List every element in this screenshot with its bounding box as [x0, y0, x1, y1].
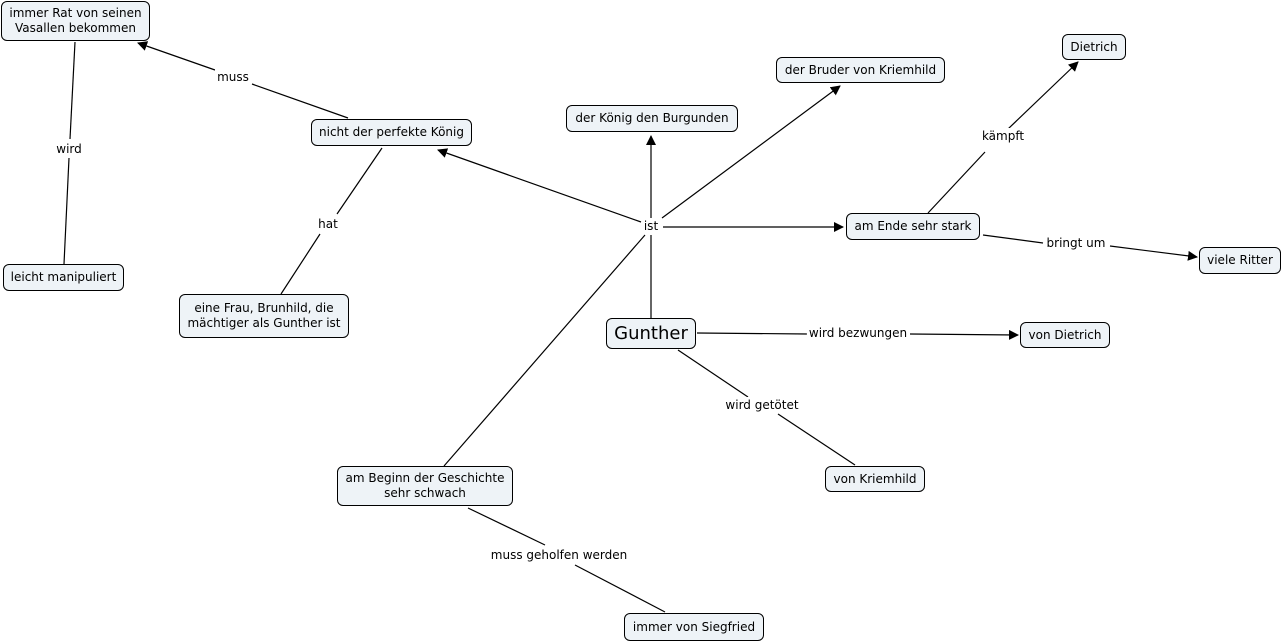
- line-ende-kaempft: [927, 151, 986, 214]
- line-muss-rat: [137, 41, 216, 71]
- line-getoetet-kriemhild: [777, 413, 856, 466]
- line-gunther-bezwungen: [696, 332, 809, 335]
- node-nicht-perfekt[interactable]: nicht der perfekte König: [311, 119, 472, 146]
- label-kaempft: kämpft: [979, 128, 1027, 144]
- line-ende-bringt: [982, 234, 1044, 244]
- line-bringt-ritter: [1109, 245, 1198, 261]
- label-muss: muss: [215, 69, 251, 85]
- node-frau-brunhild[interactable]: eine Frau, Brunhild, die mächtiger als G…: [179, 294, 349, 338]
- node-viele-ritter[interactable]: viele Ritter: [1199, 247, 1281, 274]
- line-ist-beginn-schwach: [443, 234, 646, 467]
- node-koenig-burgunden[interactable]: der König den Burgunden: [566, 105, 738, 132]
- line-wird-manipuliert: [63, 157, 70, 265]
- node-dietrich[interactable]: Dietrich: [1062, 34, 1126, 60]
- line-gunther-getoetet: [677, 349, 749, 398]
- label-hat: hat: [316, 216, 340, 232]
- node-beginn-schwach[interactable]: am Beginn der Geschichte sehr schwach: [337, 466, 513, 506]
- line-rat-wird: [69, 41, 76, 140]
- line-beginn-geholfen: [467, 507, 546, 546]
- line-perfekt-hat: [336, 147, 383, 215]
- label-wird-bezwungen: wird bezwungen: [806, 325, 910, 341]
- node-rat-vasallen[interactable]: immer Rat von seinen Vasallen bekommen: [1, 1, 150, 41]
- label-bringt-um: bringt um: [1044, 235, 1108, 251]
- node-ende-sehr-stark[interactable]: am Ende sehr stark: [846, 213, 980, 240]
- line-hat-frau: [280, 233, 321, 295]
- node-bruder-kriemhild[interactable]: der Bruder von Kriemhild: [776, 57, 945, 83]
- node-von-dietrich[interactable]: von Dietrich: [1020, 322, 1110, 348]
- line-bezwungen-dietrich: [909, 329, 1019, 340]
- line-geholfen-siegfried: [574, 564, 666, 613]
- label-wird: wird: [54, 141, 84, 157]
- node-von-kriemhild[interactable]: von Kriemhild: [825, 466, 925, 492]
- node-gunther[interactable]: Gunther: [606, 318, 696, 349]
- node-leicht-manipuliert[interactable]: leicht manipuliert: [3, 264, 124, 291]
- label-wird-getoetet: wird getötet: [723, 397, 801, 413]
- label-muss-geholfen-werden: muss geholfen werden: [488, 547, 630, 563]
- label-ist: ist: [641, 218, 661, 234]
- line-ist-bruder: [661, 85, 841, 219]
- node-immer-siegfried[interactable]: immer von Siegfried: [624, 613, 764, 641]
- line-perfekt-muss: [251, 83, 349, 119]
- line-kaempft-dietrich: [1007, 61, 1079, 130]
- line-ist-nicht-perfekt: [437, 148, 642, 223]
